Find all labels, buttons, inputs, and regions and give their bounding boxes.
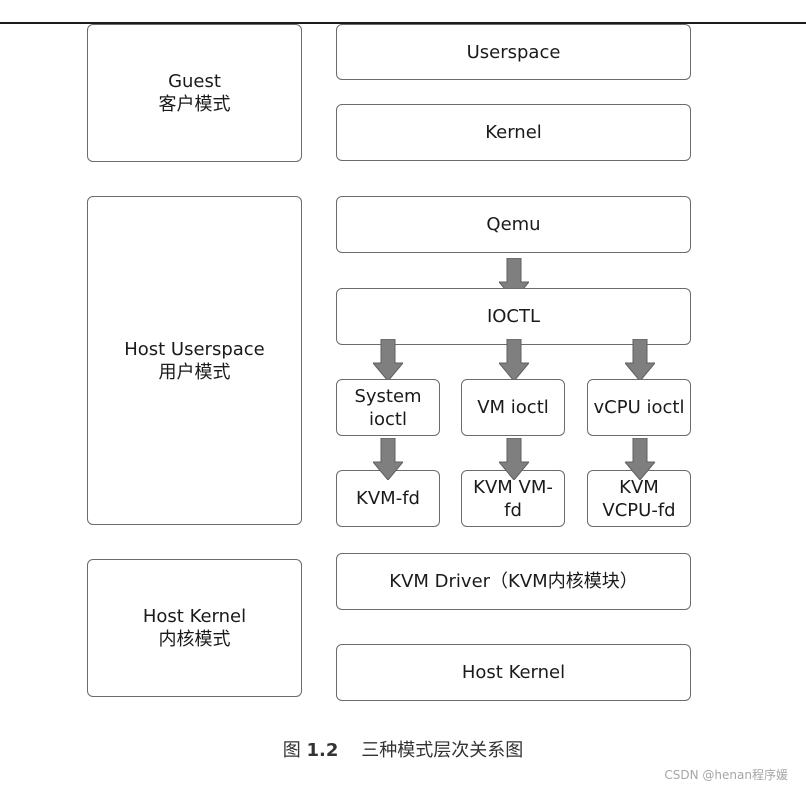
vcpu-ioctl-box: vCPU ioctl	[587, 379, 691, 436]
host-kernel-box: Host Kernel	[336, 644, 691, 701]
guest-mode-box: Guest 客户模式	[87, 24, 302, 162]
kvm-vm-fd-box: KVM VM- fd	[461, 470, 565, 527]
caption-number: 1.2	[306, 740, 339, 761]
ioctl-box: IOCTL	[336, 288, 691, 345]
down-arrow-ioctl-to-vcpu	[625, 339, 655, 381]
figure-caption: 图 1.2 三种模式层次关系图	[0, 736, 806, 762]
caption-text: 三种模式层次关系图	[361, 740, 524, 761]
userspace-label: Userspace	[466, 41, 561, 63]
down-arrow-ioctl-to-system	[373, 339, 403, 381]
qemu-box: Qemu	[336, 196, 691, 253]
system-ioctl-box: System ioctl	[336, 379, 440, 436]
vcpu-ioctl-label: vCPU ioctl	[593, 397, 685, 418]
host-kernel-mode-label: Host Kernel 内核模式	[142, 606, 247, 650]
host-userspace-label: Host Userspace 用户模式	[124, 338, 265, 383]
down-arrow-ioctl-to-vm	[499, 339, 529, 381]
kvm-vm-fd-label: KVM VM- fd	[473, 476, 553, 521]
host-kernel-label: Host Kernel	[461, 662, 566, 683]
csdn-watermark: CSDN @henan程序媛	[664, 768, 788, 782]
vm-ioctl-box: VM ioctl	[461, 379, 565, 436]
kernel-box: Kernel	[336, 104, 691, 161]
ioctl-label: IOCTL	[486, 306, 541, 327]
down-arrow-vcpu-to-kvm-vcpu-fd	[625, 438, 655, 480]
kvm-vcpu-fd-box: KVM VCPU-fd	[587, 470, 691, 527]
vm-ioctl-label: VM ioctl	[477, 397, 549, 418]
system-ioctl-label: System ioctl	[354, 385, 422, 430]
top-rule	[0, 22, 806, 24]
kvm-driver-box: KVM Driver（KVM内核模块）	[336, 553, 691, 610]
kvm-vcpu-fd-label: KVM VCPU-fd	[602, 476, 676, 521]
kvm-fd-label: KVM-fd	[356, 488, 420, 509]
host-kernel-mode-box: Host Kernel 内核模式	[87, 559, 302, 697]
qemu-label: Qemu	[486, 214, 541, 235]
kernel-label: Kernel	[485, 122, 542, 143]
guest-mode-label: Guest 客户模式	[158, 71, 231, 115]
caption-prefix: 图	[282, 740, 301, 761]
host-userspace-box: Host Userspace 用户模式	[87, 196, 302, 525]
down-arrow-system-to-kvm-fd	[373, 438, 403, 480]
kvm-driver-label: KVM Driver（KVM内核模块）	[389, 571, 638, 592]
down-arrow-vm-to-kvm-vm-fd	[499, 438, 529, 480]
userspace-box: Userspace	[336, 24, 691, 80]
